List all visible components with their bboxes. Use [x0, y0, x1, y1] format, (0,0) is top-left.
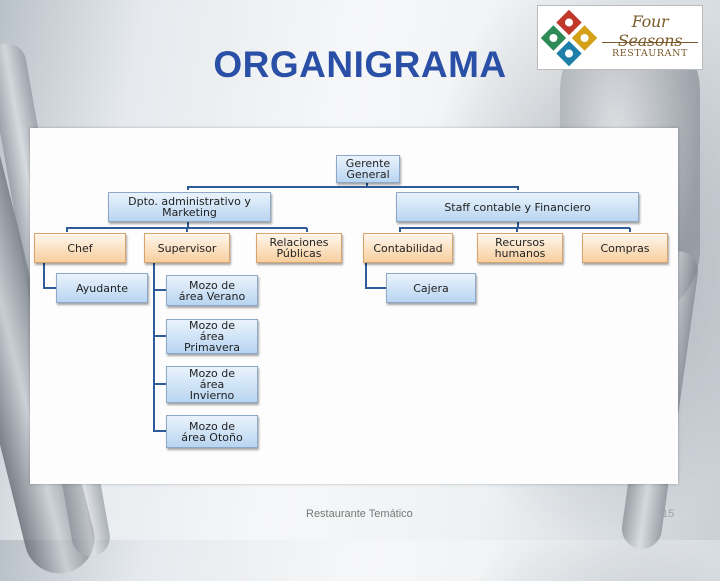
- node-chef: Chef: [34, 233, 126, 263]
- node-mozo-invierno: Mozo de área Invierno: [166, 366, 258, 403]
- node-compras: Compras: [582, 233, 668, 263]
- node-staff-contable: Staff contable y Financiero: [396, 192, 639, 222]
- connector-staff-units: [399, 222, 631, 232]
- node-recursos-humanos: Recursos humanos: [477, 233, 563, 263]
- slide-title: ORGANIGRAMA: [213, 44, 507, 85]
- node-mozo-primavera: Mozo de área Primavera: [166, 319, 258, 354]
- node-supervisor: Supervisor: [144, 233, 230, 263]
- seasons-emblem-icon: [541, 10, 597, 66]
- connector-chef-ayudante: [43, 262, 56, 289]
- four-seasons-logo: Four Seasons RESTAURANT: [537, 5, 703, 70]
- org-chart-panel: Gerente General Dpto. administrativo y M…: [30, 128, 678, 484]
- connector-supervisor-mozos: [153, 262, 166, 432]
- node-cajera: Cajera: [386, 273, 476, 303]
- node-ayudante: Ayudante: [56, 273, 148, 303]
- connector-admin-units: [66, 222, 308, 232]
- connector-contabilidad-cajera: [365, 262, 386, 289]
- node-gerente-general: Gerente General: [336, 155, 400, 183]
- connector-gerente-departments: [187, 183, 519, 190]
- node-contabilidad: Contabilidad: [363, 233, 453, 263]
- slide-footer: Restaurante Temático: [306, 508, 413, 520]
- node-dpto-administrativo: Dpto. administrativo y Marketing: [108, 192, 271, 222]
- page-number: 15: [662, 508, 675, 520]
- node-mozo-otono: Mozo de área Otoño: [166, 415, 258, 448]
- logo-divider: [602, 42, 698, 43]
- node-mozo-verano: Mozo de área Verano: [166, 275, 258, 306]
- org-connectors: [43, 183, 631, 432]
- logo-name: Four Seasons: [617, 12, 683, 50]
- logo-subtitle: RESTAURANT: [612, 48, 688, 59]
- node-relaciones-publicas: Relaciones Públicas: [256, 233, 342, 263]
